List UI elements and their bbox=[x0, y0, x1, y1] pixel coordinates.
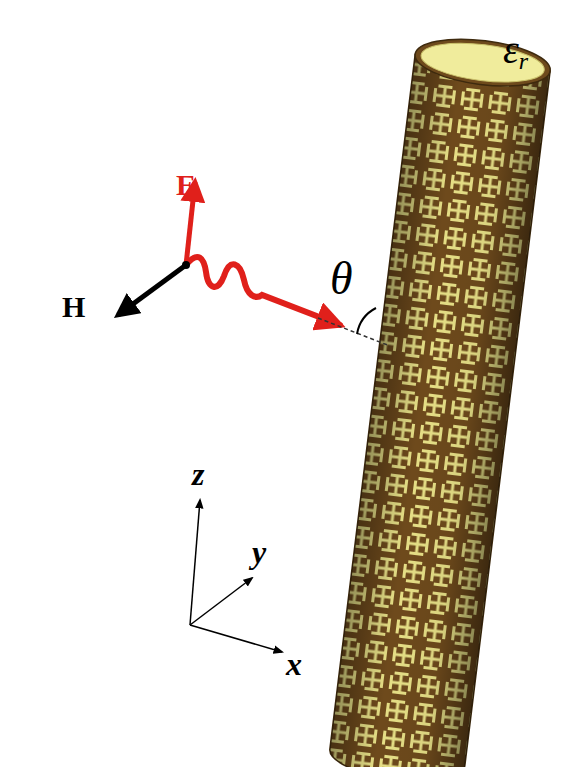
e-field-label: E bbox=[176, 170, 196, 200]
cylinder bbox=[327, 32, 553, 767]
axis-label: y bbox=[252, 536, 266, 568]
h-field-arrow bbox=[118, 265, 186, 315]
wave-arrow bbox=[186, 257, 340, 325]
axis-label: x bbox=[286, 648, 302, 680]
permittivity-label: εr bbox=[503, 30, 528, 73]
normal-line bbox=[318, 318, 390, 346]
h-field-label: H bbox=[62, 292, 85, 322]
angle-arc bbox=[357, 308, 376, 334]
axes bbox=[190, 500, 282, 652]
axis-label: z bbox=[192, 458, 204, 490]
angle-label: θ bbox=[330, 256, 353, 302]
